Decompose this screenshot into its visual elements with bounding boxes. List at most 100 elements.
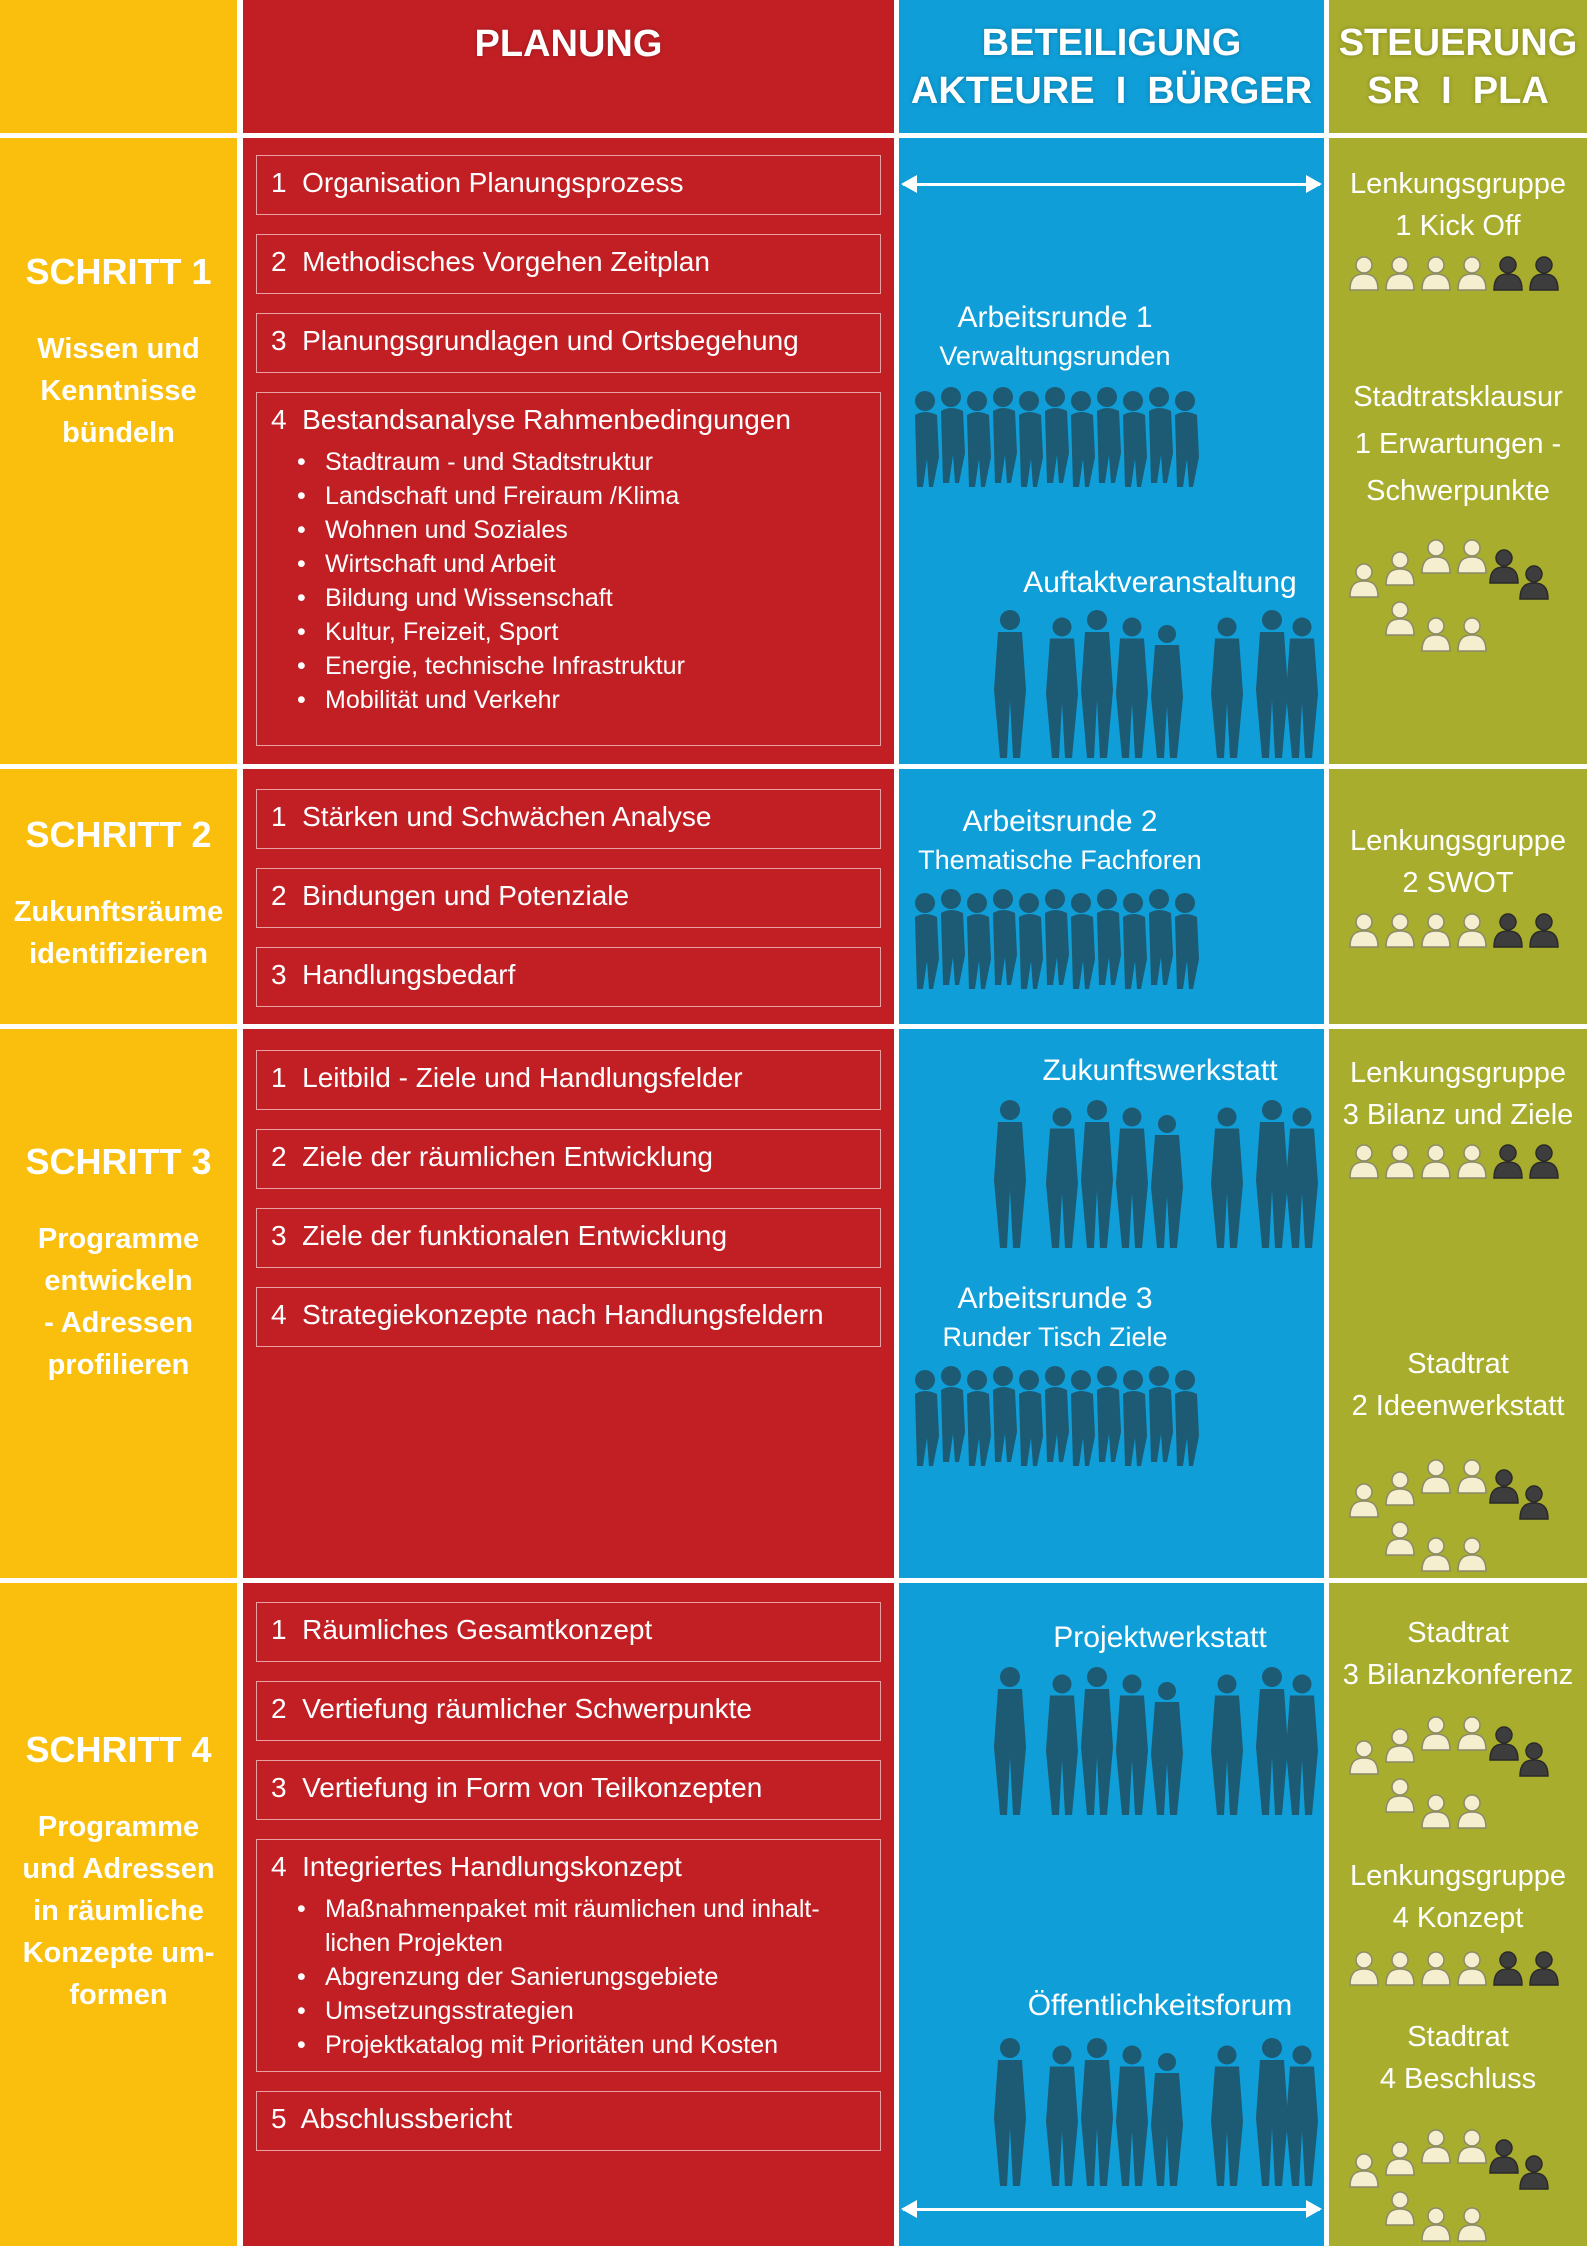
- event-title: Arbeitsrunde 2: [962, 805, 1158, 838]
- planung-item-title: 1 Stärken und Schwächen Analyse: [271, 801, 712, 832]
- planung-subitem: Mobilität und Verkehr: [297, 683, 866, 717]
- planung-item: 1 Leitbild - Ziele und Handlungsfelder: [256, 1050, 881, 1110]
- step-4-desc: Programme und Adressen in räumliche Konz…: [0, 1806, 237, 2016]
- event-title: Arbeitsrunde 3: [957, 1282, 1153, 1315]
- planung-item-title: 5 Abschlussbericht: [271, 2103, 513, 2134]
- row-divider: [0, 1024, 1587, 1029]
- steuerung-column: [1329, 0, 1587, 2246]
- person-icon: [1493, 1951, 1523, 1986]
- person-icon: [1457, 1537, 1487, 1572]
- double-arrow-icon: [901, 2200, 1322, 2218]
- person-icon: [1457, 1951, 1487, 1986]
- planung-item: 2 Methodisches Vorgehen Zeitplan: [256, 234, 881, 294]
- planung-item: 2 Ziele der räumlichen Entwicklung: [256, 1129, 881, 1189]
- stadtrat-4-label: Stadtrat 4 Beschluss: [1329, 2016, 1587, 2100]
- planung-subitem: Abgrenzung der Sanierungsgebiete: [297, 1960, 866, 1994]
- person-icon: [1385, 256, 1415, 291]
- auftakt-label: Auftaktveranstaltung: [1000, 563, 1320, 603]
- planung-subitem: Kultur, Freizeit, Sport: [297, 615, 866, 649]
- person-icon: [1457, 256, 1487, 291]
- planung-item-title: 3 Ziele der funktionalen Entwicklung: [271, 1220, 728, 1251]
- person-icon: [1385, 1521, 1415, 1556]
- planung-subitem: Energie, technische Infrastruktur: [297, 649, 866, 683]
- person-icon: [1529, 256, 1559, 291]
- steps-column: [0, 0, 237, 2246]
- step-desc-line: entwickeln: [44, 1265, 193, 1297]
- person-icon: [1385, 2191, 1415, 2226]
- steuerung-subtitle: 3 Bilanzkonferenz: [1342, 1659, 1574, 1691]
- person-icon: [1385, 1951, 1415, 1986]
- row-divider: [0, 1578, 1587, 1583]
- step-3-title: SCHRITT 3: [25, 1141, 212, 1182]
- person-icon: [1457, 2129, 1487, 2164]
- header-steuerung-line2: SR I PLA: [1367, 69, 1549, 112]
- person-icon: [1349, 563, 1379, 598]
- person-icon: [1385, 1778, 1415, 1813]
- step-4: SCHRITT 4 Programme und Adressen in räum…: [0, 1728, 237, 2016]
- planung-item: 4 Strategiekonzepte nach Handlungsfelder…: [256, 1287, 881, 1347]
- person-icon: [1489, 2139, 1519, 2174]
- person-icon: [1385, 551, 1415, 586]
- event-subtitle: Thematische Fachforen: [918, 845, 1202, 875]
- step-desc-line: Kenntnisse: [40, 375, 197, 407]
- steuerung-subtitle: 3 Bilanz und Ziele: [1342, 1099, 1574, 1131]
- planung-subitem: Landschaft und Freiraum /Klima: [297, 479, 866, 513]
- planung-subitem: Bildung und Wissenschaft: [297, 581, 866, 615]
- projektwerkstatt-label: Projektwerkstatt: [1000, 1618, 1320, 1658]
- person-icon: [1493, 913, 1523, 948]
- crowd-silhouette-icon: [994, 1667, 1318, 1815]
- beteiligung-column: [899, 0, 1324, 2246]
- step-desc-line: identifizieren: [29, 938, 208, 970]
- person-icon: [1519, 1485, 1549, 1520]
- step-2: SCHRITT 2 Zukunftsräume identifizieren: [0, 813, 237, 975]
- header-beteiligung: BETEILIGUNG AKTEURE I BÜRGER: [899, 0, 1324, 133]
- steuerung-title: Lenkungsgruppe: [1349, 168, 1567, 200]
- person-icon: [1385, 2141, 1415, 2176]
- person-icon: [1519, 565, 1549, 600]
- person-icon: [1421, 913, 1451, 948]
- person-icon: [1349, 1740, 1379, 1775]
- steuerung-subtitle: 4 Beschluss: [1379, 2063, 1537, 2095]
- person-icon: [1421, 1716, 1451, 1751]
- header-planung-text: PLANUNG: [474, 23, 663, 65]
- steuerung-subtitle: 2 SWOT: [1402, 867, 1514, 899]
- person-icon: [1457, 617, 1487, 652]
- event-title: Auftaktveranstaltung: [1023, 566, 1297, 599]
- crowd-silhouette-icon: [994, 2038, 1318, 2186]
- planung-item: 1 Räumliches Gesamtkonzept: [256, 1602, 881, 1662]
- planung-sublist: Maßnahmenpaket mit räumlichen und inhalt…: [271, 1892, 866, 2062]
- planung-item-title: 3 Handlungsbedarf: [271, 959, 516, 990]
- event-title: Öffentlichkeitsforum: [1027, 1989, 1293, 2022]
- person-icon: [1489, 1726, 1519, 1761]
- row-divider: [0, 133, 1587, 138]
- planung-subitem: Maßnahmenpaket mit räumlichen und inhalt…: [297, 1892, 837, 1960]
- planung-item: 3 Planungsgrundlagen und Ortsbegehung: [256, 313, 881, 373]
- planung-item-title: 2 Vertiefung räumlicher Schwerpunkte: [271, 1693, 752, 1724]
- steuerung-title: Lenkungsgruppe: [1349, 1860, 1567, 1892]
- header-steuerung: STEUERUNG SR I PLA: [1329, 0, 1587, 133]
- stadtrat-2-label: Stadtrat 2 Ideenwerkstatt: [1329, 1343, 1587, 1427]
- step-desc-line: bündeln: [62, 417, 175, 449]
- planung-item-title: 2 Ziele der räumlichen Entwicklung: [271, 1141, 713, 1172]
- step-1-desc: Wissen und Kenntnisse bündeln: [0, 328, 237, 454]
- row-divider: [0, 764, 1587, 769]
- lenkungsgruppe-1-label: Lenkungsgruppe 1 Kick Off: [1329, 163, 1587, 247]
- person-icon: [1457, 1794, 1487, 1829]
- arbeitsrunde-1-label: Arbeitsrunde 1 Verwaltungsrunden: [900, 298, 1210, 374]
- steuerung-subtitle: Schwerpunkte: [1366, 475, 1550, 507]
- person-icon: [1457, 539, 1487, 574]
- step-3: SCHRITT 3 Programme entwickeln - Adresse…: [0, 1140, 237, 1386]
- event-subtitle: Runder Tisch Ziele: [942, 1322, 1168, 1352]
- zukunftswerkstatt-label: Zukunftswerkstatt: [1000, 1051, 1320, 1091]
- person-icon: [1493, 1144, 1523, 1179]
- steuerung-subtitle: 4 Konzept: [1392, 1902, 1524, 1934]
- person-icon: [1385, 1728, 1415, 1763]
- planung-item-title: 2 Bindungen und Potenziale: [271, 880, 630, 911]
- planung-subitem: Wohnen und Soziales: [297, 513, 866, 547]
- person-icon: [1421, 2129, 1451, 2164]
- steuerung-title: Lenkungsgruppe: [1349, 825, 1567, 857]
- steuerung-title: Stadtrat: [1407, 1348, 1509, 1380]
- person-icon: [1457, 1144, 1487, 1179]
- steuerung-title: Lenkungsgruppe: [1349, 1057, 1567, 1089]
- person-icon: [1421, 1951, 1451, 1986]
